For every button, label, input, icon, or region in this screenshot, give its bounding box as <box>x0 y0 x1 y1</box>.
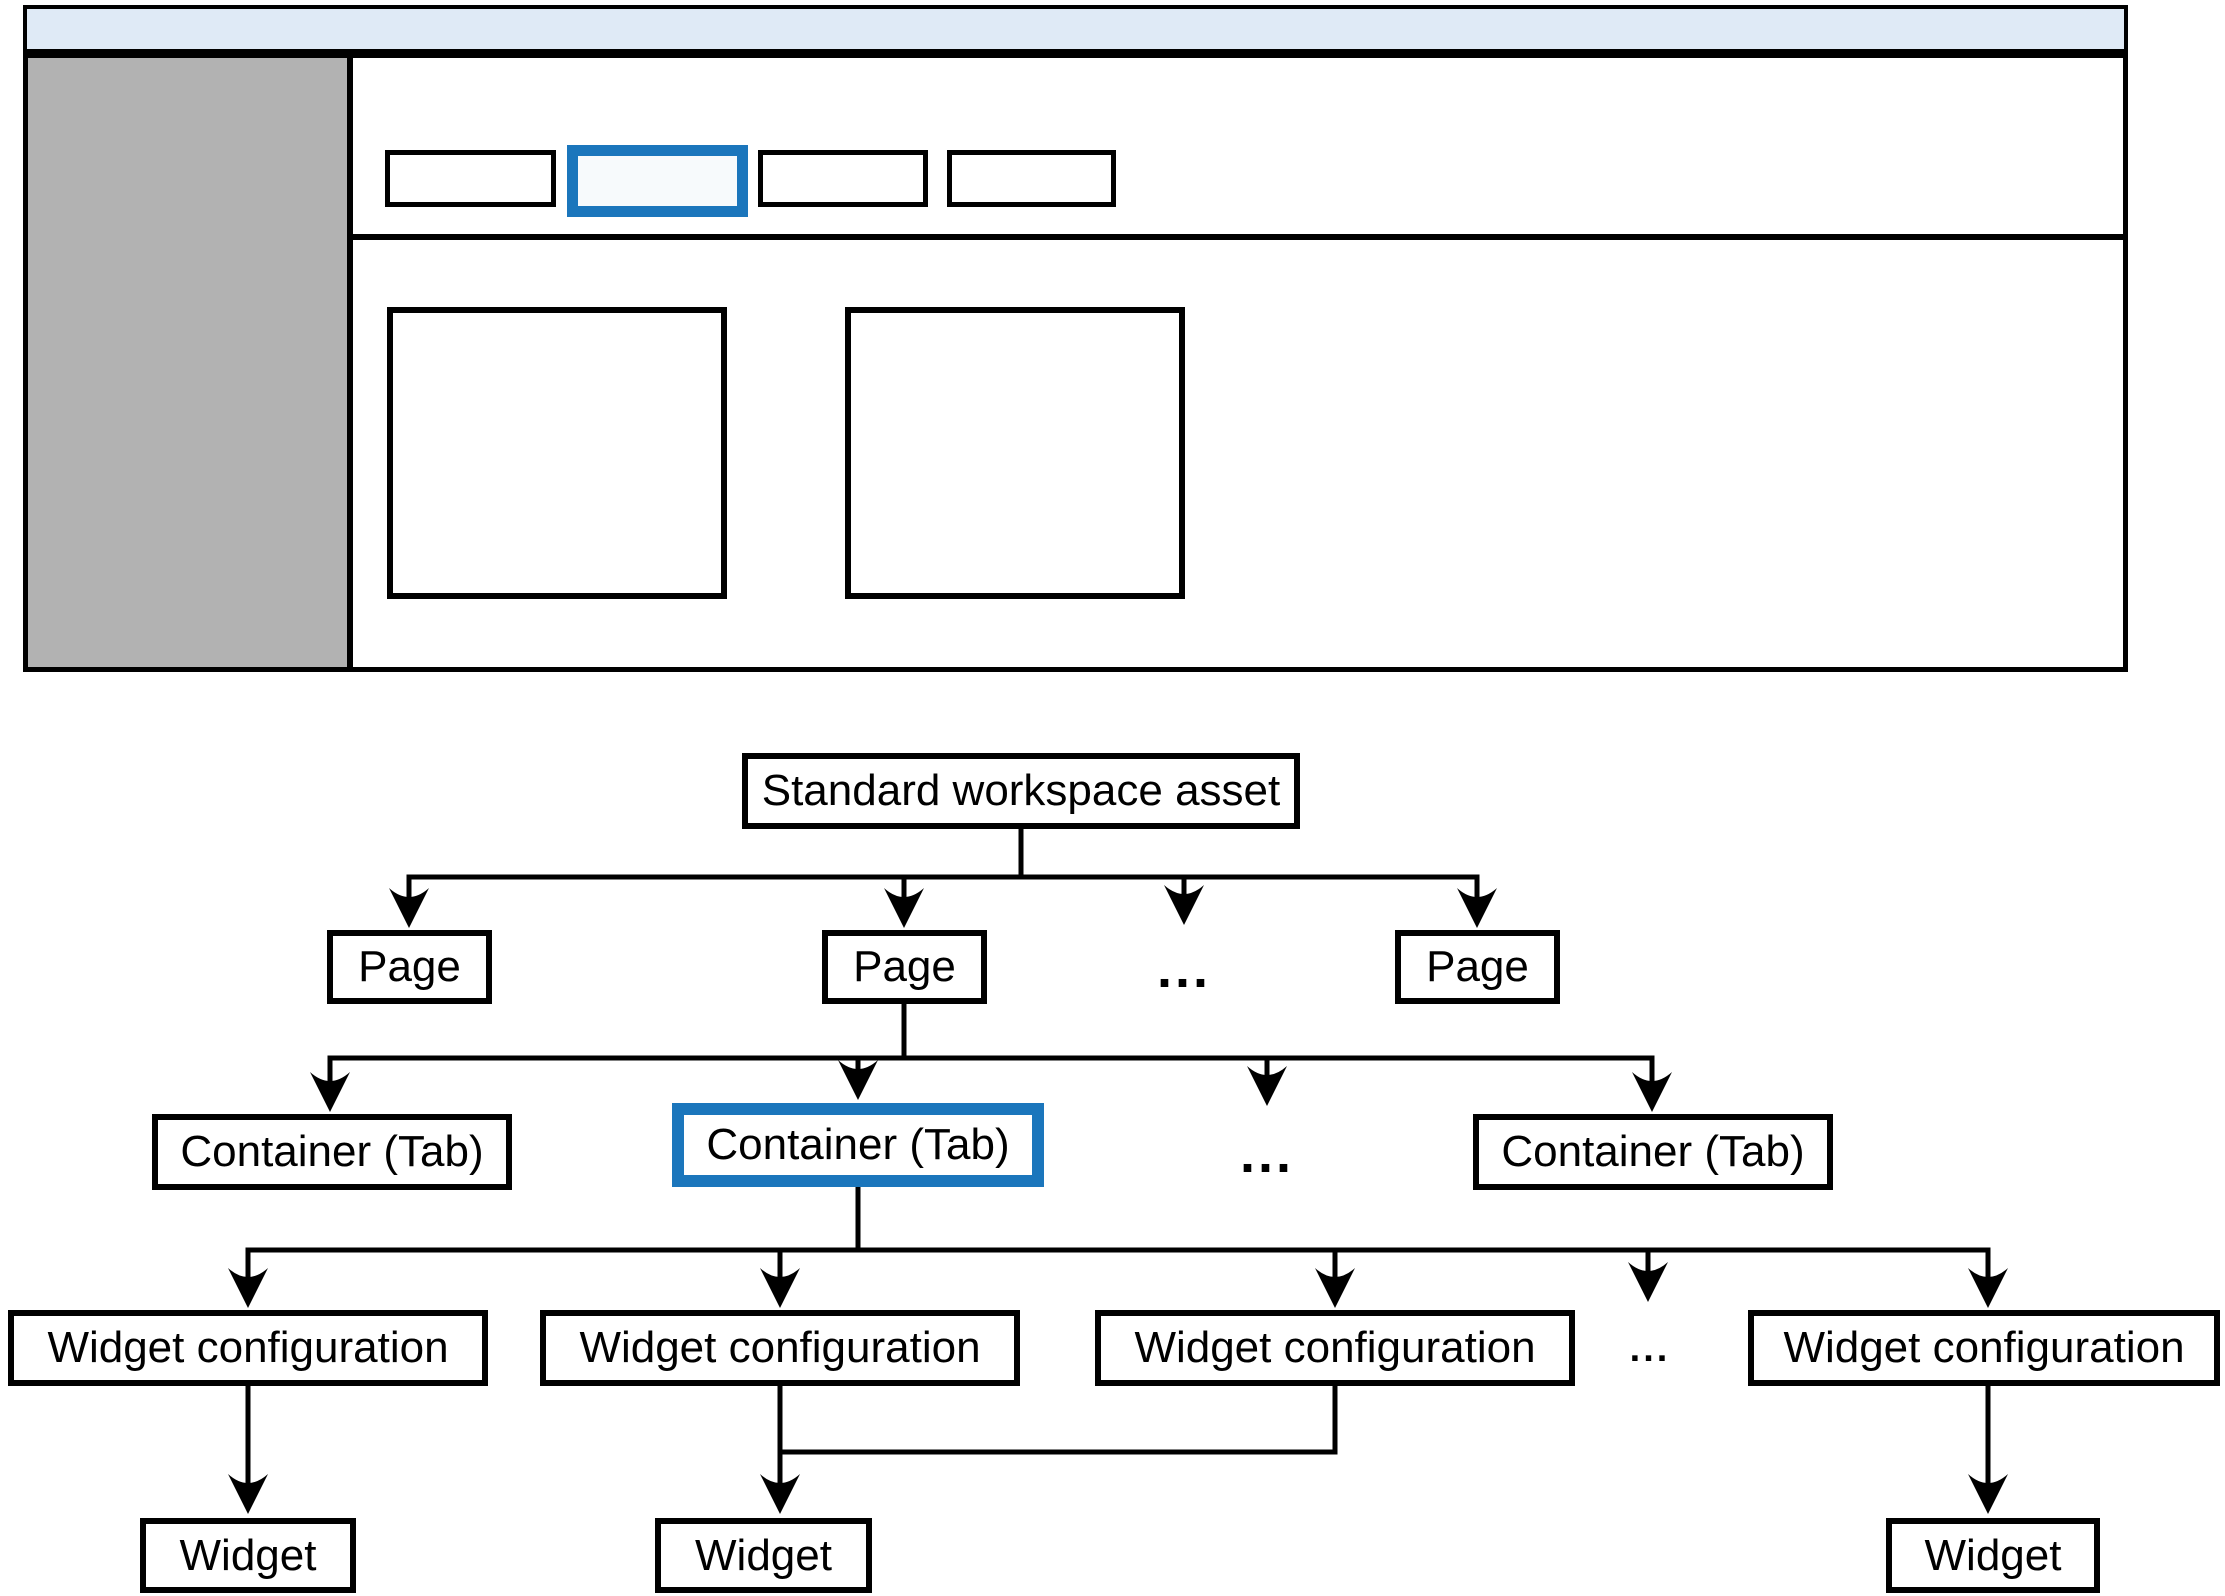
wireframe-tab-2-active <box>567 145 748 217</box>
node-widget-configuration-3: Widget configuration <box>1095 1310 1575 1386</box>
wireframe-tabbar-divider <box>353 234 2123 240</box>
node-label: Widget configuration <box>47 1323 449 1372</box>
node-standard-workspace-asset: Standard workspace asset <box>742 753 1300 829</box>
node-label: Page <box>1426 942 1529 991</box>
node-page-1: Page <box>327 930 492 1004</box>
node-page-2: Page <box>822 930 987 1004</box>
wireframe-widget-placeholder-1 <box>387 307 727 599</box>
wireframe-tab-4 <box>947 150 1116 207</box>
node-widget-configuration-4: Widget configuration <box>1748 1310 2220 1386</box>
connector-trunks <box>245 825 1991 1455</box>
node-label: Widget <box>179 1530 317 1580</box>
node-label: Container (Tab) <box>180 1127 484 1176</box>
widget-configs-ellipsis: ... <box>1629 1328 1671 1370</box>
node-container-tab-2-highlighted: Container (Tab) <box>672 1103 1044 1187</box>
node-label: Widget <box>1924 1530 2062 1580</box>
node-label: Widget configuration <box>1134 1323 1536 1372</box>
node-container-tab-3: Container (Tab) <box>1473 1114 1833 1190</box>
wireframe-sidebar <box>28 58 353 667</box>
wireframe-header-bar <box>23 5 2128 53</box>
node-label: Container (Tab) <box>706 1120 1010 1169</box>
node-label: Widget configuration <box>579 1323 981 1372</box>
node-widget-1: Widget <box>140 1518 356 1593</box>
wireframe-tab-3 <box>758 150 928 207</box>
pages-ellipsis: ... <box>1156 939 1212 999</box>
node-label: Page <box>358 942 461 991</box>
node-widget-2: Widget <box>655 1518 872 1593</box>
wireframe-widget-placeholder-2 <box>845 307 1185 599</box>
node-label: Widget <box>695 1530 832 1580</box>
node-container-tab-1: Container (Tab) <box>152 1114 512 1190</box>
node-widget-configuration-1: Widget configuration <box>8 1310 488 1386</box>
node-label: Standard workspace asset <box>761 766 1281 815</box>
connector-arrows <box>228 877 2008 1514</box>
node-page-3: Page <box>1395 930 1560 1004</box>
containers-ellipsis: ... <box>1239 1124 1295 1184</box>
wireframe-tab-1 <box>385 150 556 207</box>
node-widget-configuration-2: Widget configuration <box>540 1310 1020 1386</box>
node-label: Page <box>853 942 956 991</box>
node-label: Widget configuration <box>1783 1323 2185 1372</box>
node-label: Container (Tab) <box>1501 1127 1805 1176</box>
node-widget-3: Widget <box>1886 1518 2100 1593</box>
